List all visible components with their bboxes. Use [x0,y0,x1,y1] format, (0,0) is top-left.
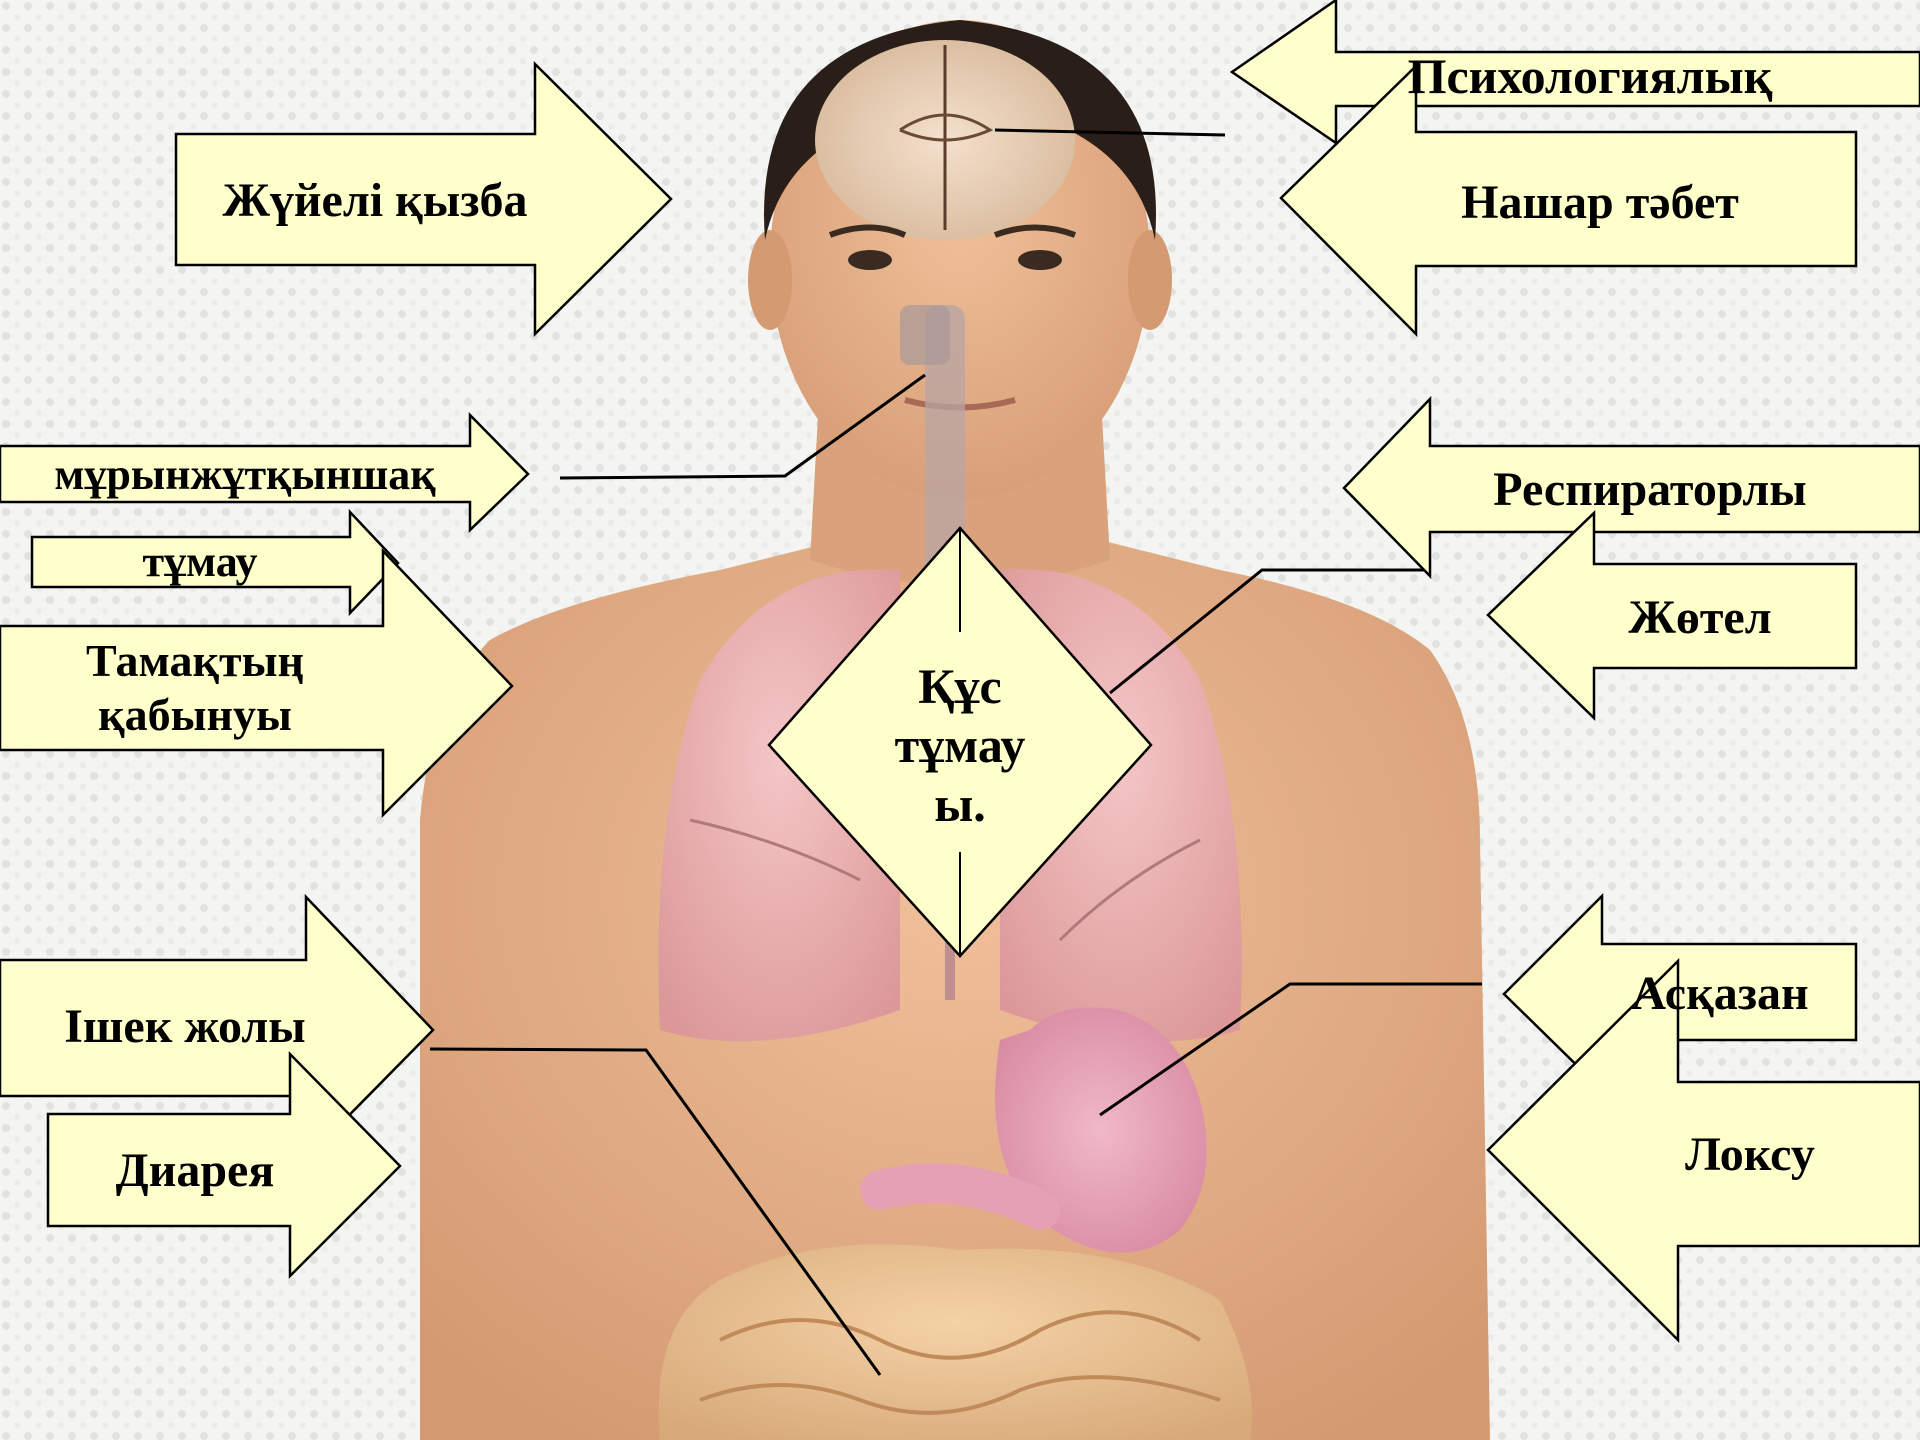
throat-inflammation-label: Тамақтың қабынуы [20,628,370,748]
center-line-1: Құс [918,657,1001,716]
respiratory-label: Респираторлы [1440,460,1860,520]
intestinal-tract-label: Ішек жолы [20,992,350,1062]
nasopharynx-label: мұрынжұтқыншақ [10,447,480,503]
poor-appetite-label: Нашар тәбет [1420,168,1780,238]
cough-label: Жөтел [1600,585,1800,651]
center-line-3: ы. [934,775,986,834]
flu-label: тұмау [100,537,300,587]
psychological-label: Психологиялық [1390,46,1790,106]
throat-inflammation-line2: қабынуы [98,688,292,742]
stomach-label: Асқазан [1600,964,1840,1024]
diarrhea-label: Диарея [80,1136,310,1206]
systemic-fever-label: Жүйелі қызба [190,165,560,237]
throat-inflammation-line1: Тамақтың [86,634,304,688]
center-line-2: тұмау [895,716,1026,775]
vomiting-label: Локсу [1660,1120,1840,1190]
center-label: Құс тұмау ы. [840,650,1080,840]
